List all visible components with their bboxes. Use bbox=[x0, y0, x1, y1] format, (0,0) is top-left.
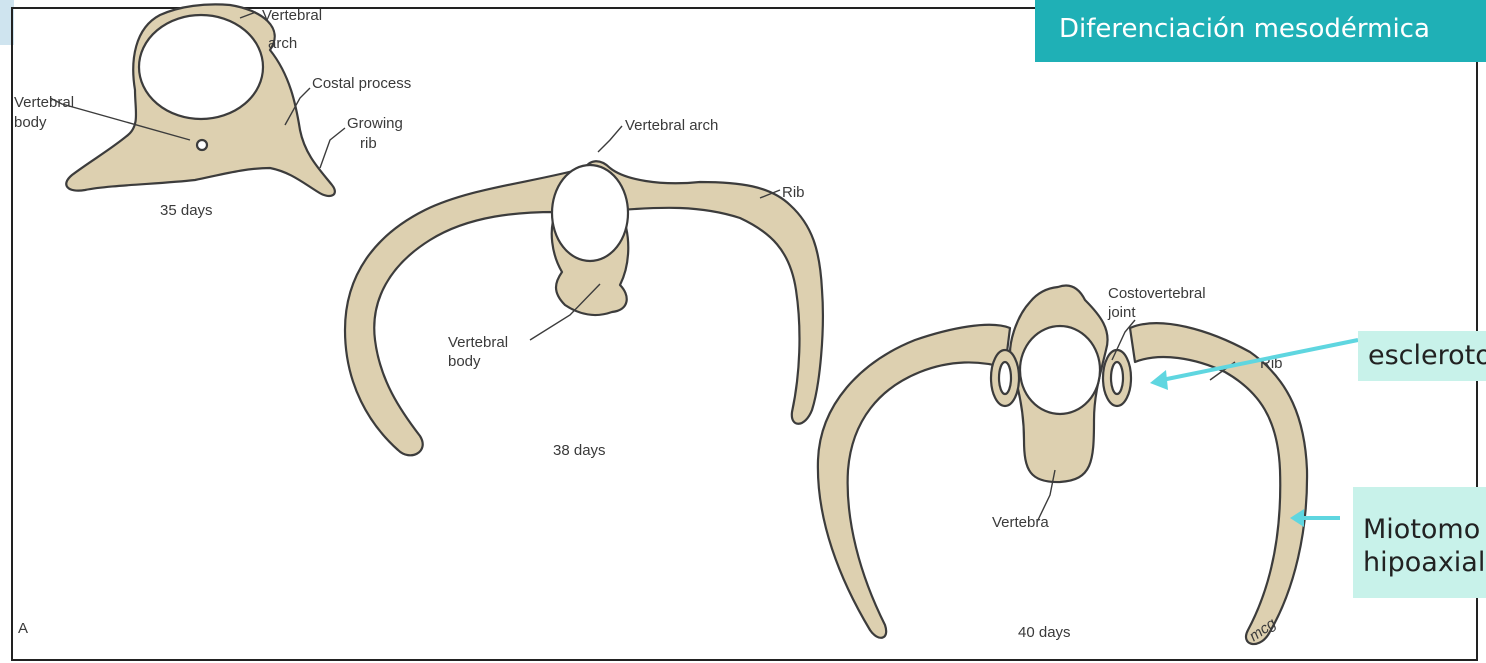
label-age-35: 35 days bbox=[160, 202, 213, 219]
label-age-40: 40 days bbox=[1018, 624, 1071, 641]
vertebra-35-days: Vertebral arch Vertebral body Costal pro… bbox=[14, 4, 411, 219]
vertebra-40-days: Costovertebral joint Rib Vertebra 40 day… bbox=[818, 285, 1307, 645]
label-growing-rib-35-line2: rib bbox=[360, 135, 377, 152]
rib-left-40-shape bbox=[818, 325, 1010, 638]
vertebra-38-days: Vertebral arch Rib Vertebral body 38 day… bbox=[345, 117, 823, 459]
callout-miotomo-line2: hipoaxial bbox=[1363, 546, 1486, 579]
label-growing-rib-35-line1: Growing bbox=[347, 115, 403, 132]
arrow-esclerotomo-head bbox=[1150, 370, 1168, 390]
callout-esclerotomo-text: esclerotomo bbox=[1368, 339, 1486, 372]
label-vertebral-arch-35-line1: Vertebral bbox=[262, 7, 322, 24]
label-vertebral-body-35-line1: Vertebral bbox=[14, 94, 74, 111]
label-vertebral-body-38-line1: Vertebral bbox=[448, 334, 508, 351]
neural-canal-40 bbox=[1020, 326, 1100, 414]
callout-miotomo: Miotomo hipoaxial bbox=[1353, 487, 1486, 598]
label-vertebra-40: Vertebra bbox=[992, 514, 1049, 531]
label-vertebral-arch-38: Vertebral arch bbox=[625, 117, 718, 134]
label-vertebral-body-35-line2: body bbox=[14, 114, 47, 131]
neural-canal-38 bbox=[552, 165, 628, 261]
slide-title: Diferenciación mesodérmica bbox=[1035, 0, 1486, 62]
callout-miotomo-line1: Miotomo bbox=[1363, 513, 1486, 546]
joint-space-left bbox=[999, 362, 1011, 394]
label-costovertebral-joint-line2: joint bbox=[1107, 304, 1136, 321]
label-costal-process-35: Costal process bbox=[312, 75, 411, 92]
neural-canal-35 bbox=[139, 15, 263, 119]
label-vertebral-body-38-line2: body bbox=[448, 353, 481, 370]
notochord-remnant-35 bbox=[197, 140, 207, 150]
joint-space-right bbox=[1111, 362, 1123, 394]
callout-esclerotomo: esclerotomo bbox=[1358, 331, 1486, 381]
label-rib-38: Rib bbox=[782, 184, 805, 201]
label-costovertebral-joint-line1: Costovertebral bbox=[1108, 285, 1206, 302]
label-age-38: 38 days bbox=[553, 442, 606, 459]
label-vertebral-arch-35-line2: arch bbox=[268, 35, 297, 52]
panel-letter: A bbox=[18, 620, 28, 637]
